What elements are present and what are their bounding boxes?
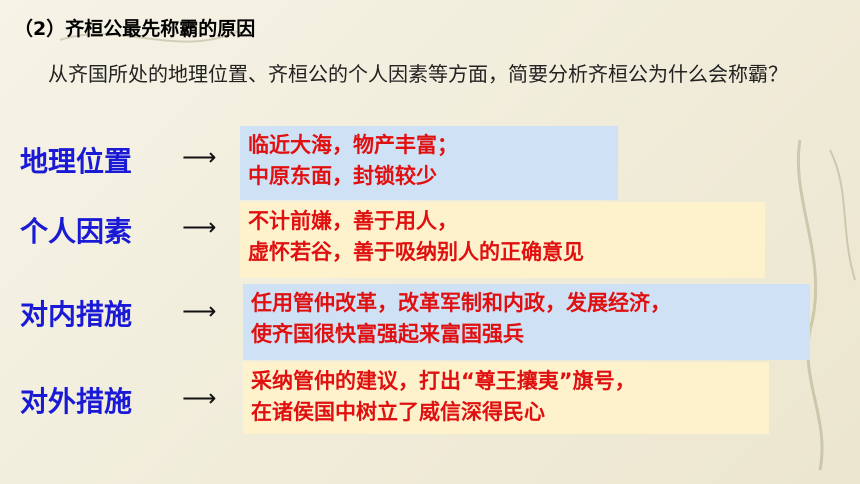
reason-box-domestic: 任用管仲改革，改革军制和内政，发展经济， 使齐国很快富强起来富国强兵 xyxy=(243,284,810,360)
arrow-icon: ⟶ xyxy=(182,213,217,241)
reason-line: 采纳管仲的建议，打出“尊王攘夷”旗号， xyxy=(251,369,636,393)
reason-line: 中原东面，封锁较少 xyxy=(248,164,437,188)
reason-line: 虚怀若谷，善于吸纳别人的正确意见 xyxy=(248,240,584,264)
reason-box-personal: 不计前嫌，善于用人， 虚怀若谷，善于吸纳别人的正确意见 xyxy=(240,202,765,278)
label-domestic: 对内措施 xyxy=(20,298,133,331)
reason-line: 临近大海，物产丰富； xyxy=(248,133,458,157)
reason-box-geography: 临近大海，物产丰富； 中原东面，封锁较少 xyxy=(240,126,618,200)
reason-line: 使齐国很快富强起来富国强兵 xyxy=(251,322,524,346)
arrow-icon: ⟶ xyxy=(182,297,217,325)
label-foreign: 对外措施 xyxy=(20,385,133,418)
reason-line: 任用管仲改革，改革军制和内政，发展经济， xyxy=(251,291,671,315)
slide-heading: （2）齐桓公最先称霸的原因 xyxy=(14,18,256,40)
reason-line: 不计前嫌，善于用人， xyxy=(248,209,458,233)
arrow-icon: ⟶ xyxy=(182,143,217,171)
label-geography: 地理位置 xyxy=(20,145,133,178)
arrow-icon: ⟶ xyxy=(182,384,217,412)
reason-box-foreign: 采纳管仲的建议，打出“尊王攘夷”旗号， 在诸侯国中树立了威信深得民心 xyxy=(243,362,769,434)
reason-line: 在诸侯国中树立了威信深得民心 xyxy=(251,400,545,424)
label-personal: 个人因素 xyxy=(20,215,133,248)
question-text: 从齐国所处的地理位置、齐桓公的个人因素等方面，简要分析齐桓公为什么会称霸？ xyxy=(48,62,788,86)
